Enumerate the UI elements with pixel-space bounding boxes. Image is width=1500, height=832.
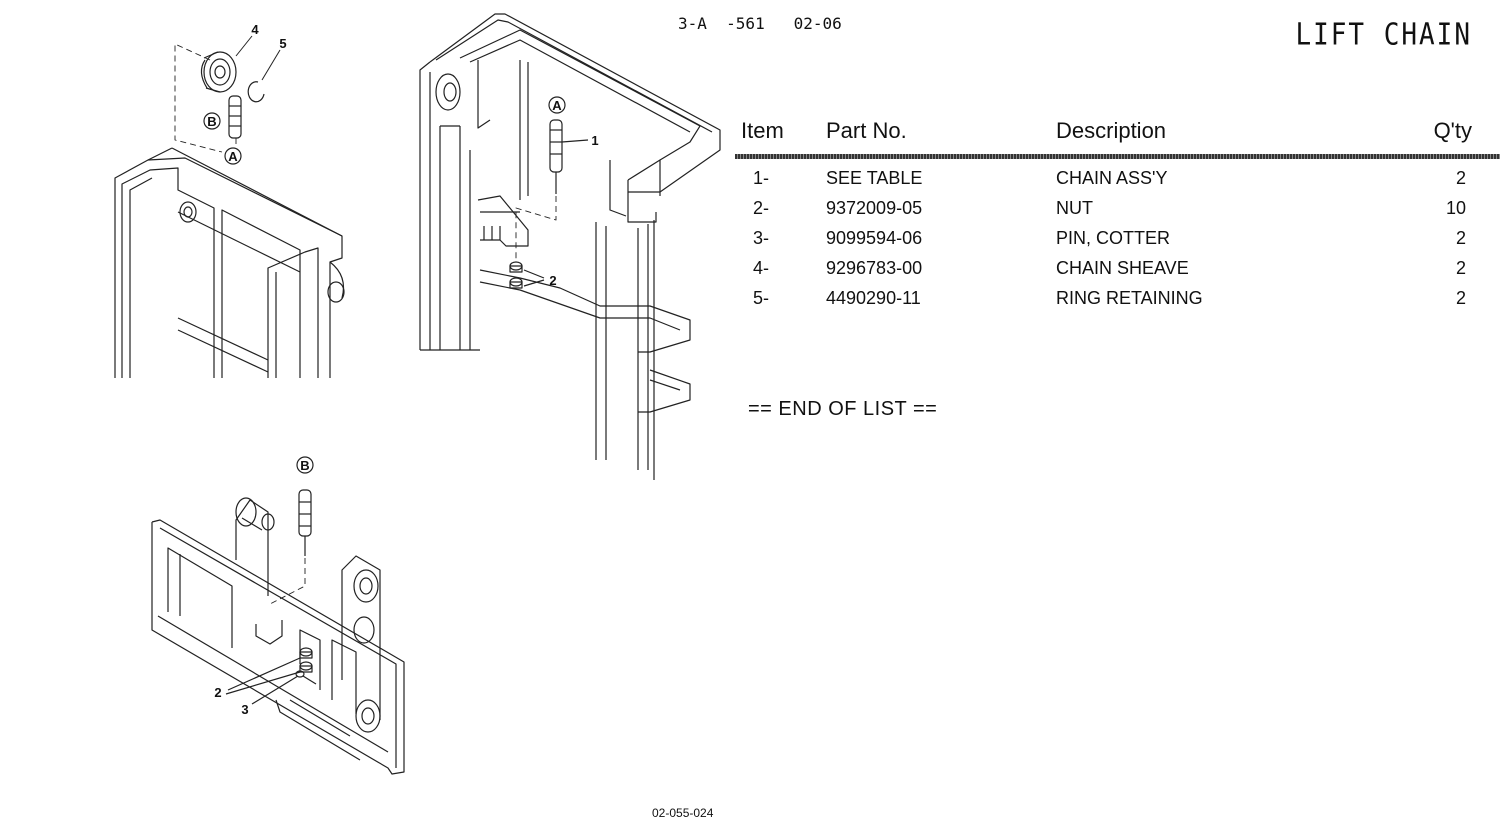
lift-chain-icon	[549, 119, 563, 194]
document-code: 3-A -561 02-06	[678, 14, 842, 33]
table-header: Item Part No. Description Q'ty	[735, 112, 1500, 159]
part-number: SEE TABLE	[826, 168, 923, 188]
part-number: 4490290-11	[826, 288, 921, 308]
column-header-item: Item	[741, 118, 784, 143]
item-number: 5-	[753, 288, 770, 308]
page-title: LIFT CHAIN	[1295, 18, 1472, 53]
part-quantity: 2	[1455, 168, 1466, 188]
nut-icon	[509, 261, 523, 289]
callout-a-mast: A	[552, 98, 562, 113]
cotter-pin-icon	[295, 670, 317, 685]
part-quantity: 2	[1455, 288, 1466, 308]
table-row: 5- 4490290-11 RING RETAINING 2	[735, 282, 1500, 312]
table-row: 4- 9296783-00 CHAIN SHEAVE 2	[735, 252, 1500, 282]
item-number: 3-	[753, 228, 770, 248]
callout-a-top: A	[228, 149, 238, 164]
callout-b-carriage: B	[300, 458, 309, 473]
lift-chain-icon	[228, 95, 242, 139]
table-row: 1- SEE TABLE CHAIN ASS'Y 2	[735, 162, 1500, 192]
part-description: CHAIN ASS'Y	[1056, 168, 1168, 188]
part-description: CHAIN SHEAVE	[1056, 258, 1189, 278]
part-number: 9372009-05	[826, 198, 923, 218]
item-number: 4-	[753, 258, 770, 278]
item-number: 1-	[753, 168, 770, 188]
callout-2-carriage: 2	[214, 685, 221, 700]
column-header-description: Description	[1056, 118, 1167, 143]
part-description: PIN, COTTER	[1056, 228, 1171, 248]
item-number: 2-	[753, 198, 770, 218]
part-quantity: 2	[1455, 228, 1466, 248]
callout-4: 4	[251, 22, 259, 37]
callout-3: 3	[241, 702, 248, 717]
nut-icon	[299, 647, 313, 673]
chain-sheave-icon	[200, 51, 237, 93]
end-of-list: == END OF LIST ==	[748, 398, 938, 420]
callout-1: 1	[591, 133, 598, 148]
inner-mast-assembly	[419, 13, 721, 480]
part-description: RING RETAINING	[1056, 288, 1203, 308]
table-row: 3- 9099594-06 PIN, COTTER 2	[735, 222, 1500, 252]
table-row: 2- 9372009-05 NUT 10	[735, 192, 1500, 222]
callout-b-top: B	[207, 114, 216, 129]
lift-chain-icon	[298, 489, 312, 556]
part-quantity: 10	[1445, 198, 1466, 218]
callout-2-mast: 2	[549, 273, 556, 288]
parts-table: Item Part No. Description Q'ty 1- SEE TA…	[735, 112, 1500, 312]
carriage-assembly	[151, 497, 405, 775]
document-number: 02-055-024	[652, 806, 714, 820]
part-number: 9296783-00	[826, 258, 923, 278]
part-quantity: 2	[1455, 258, 1466, 278]
outer-mast-assembly	[114, 147, 345, 378]
part-number: 9099594-06	[826, 228, 923, 248]
column-header-qty: Q'ty	[1433, 118, 1472, 143]
header-divider	[735, 154, 1500, 159]
retaining-ring-icon	[247, 81, 265, 103]
column-header-part-no: Part No.	[826, 118, 907, 143]
part-description: NUT	[1056, 198, 1093, 218]
callout-5: 5	[279, 36, 286, 51]
